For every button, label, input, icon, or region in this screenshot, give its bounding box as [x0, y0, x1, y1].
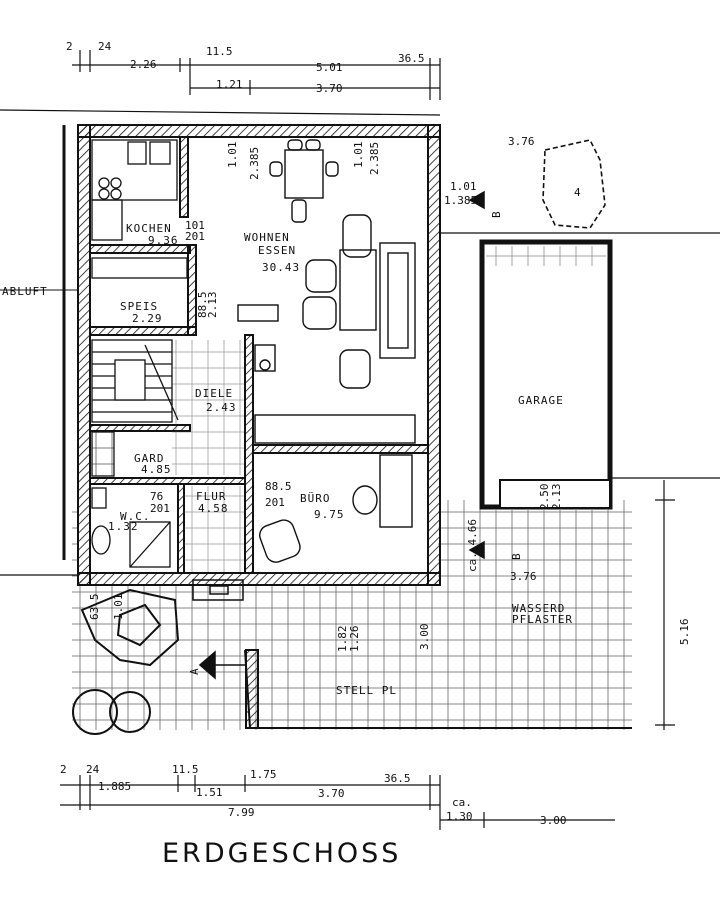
sofa-set [237, 214, 416, 389]
section-label-b-bottom: B [510, 552, 523, 560]
room-name-gard: GARD [134, 452, 165, 465]
door-buero-bottom: 201 [265, 496, 285, 509]
dim-stell-b: 1.26 [348, 626, 361, 653]
section-label-a: A [188, 667, 201, 675]
dim-garage-door-a: 2.50 [538, 484, 551, 511]
plan-title: ERDGESCHOSS [162, 838, 401, 869]
paving-mask-house [78, 500, 438, 584]
bottom-dim-11.5: 11.5 [172, 763, 199, 776]
room-name-diele: DIELE [195, 387, 233, 400]
dim-stell-a: 1.82 [336, 626, 349, 653]
entrance [192, 579, 244, 601]
room-name-flur: FLUR [196, 490, 227, 503]
storage-number: 4 [574, 186, 582, 199]
kitchen-fixtures [91, 139, 188, 279]
bottom-dim-2: 2 [60, 763, 67, 776]
dim-left-b: 1.01 [112, 594, 125, 621]
top-dim-2: 2 [66, 40, 73, 53]
label-wasserd: WASSERD [512, 602, 565, 615]
top-dim-2.26: 2.26 [130, 58, 157, 71]
room-name-kochen: KOCHEN [126, 222, 172, 235]
bottom-dim-3.00: 3.00 [540, 814, 567, 827]
bottom-dim-1.75: 1.75 [250, 768, 277, 781]
room-name-garage: GARAGE [518, 394, 564, 407]
dim-right-window-b: 1.385 [444, 194, 477, 207]
dim-window-right-a: 1.01 [352, 142, 365, 169]
dim-speis-b: 2.13 [206, 292, 219, 319]
room-area-gard: 4.85 [141, 463, 172, 476]
bottom-dim-36.5: 36.5 [384, 772, 411, 785]
room-name-wc: W.C. [120, 510, 151, 523]
bottom-dimension-lines [60, 775, 615, 830]
room-area-speis: 2.29 [132, 312, 163, 325]
bottom-dim-1.30: 1.30 [446, 810, 473, 823]
door-wc-top: 76 [150, 490, 163, 503]
wc-fixtures [91, 431, 171, 568]
door-buero-top: 88.5 [265, 480, 292, 493]
exterior-walls [77, 124, 441, 586]
flur-floor [184, 486, 244, 572]
garage-structure [479, 239, 613, 510]
dim-speis-a: 88.5 [196, 292, 209, 319]
staircase [91, 339, 179, 423]
diele-floor [172, 340, 244, 475]
top-dim-1.21: 1.21 [216, 78, 243, 91]
dim-garage-bottom: 3.76 [510, 570, 537, 583]
door-kochen-bottom: 201 [185, 230, 205, 243]
room-area-buero: 9.75 [314, 508, 345, 521]
room-area-wohnen: 30.43 [262, 261, 300, 274]
bottom-dim-7.99: 7.99 [228, 806, 255, 819]
room-area-wc: 1.32 [108, 520, 139, 533]
dim-stell-c: 3.00 [418, 624, 431, 651]
dim-cap: ca. 4.66 [466, 519, 479, 572]
dim-right-height: 5.16 [678, 619, 691, 646]
room-name-buero: BÜRO [300, 492, 331, 505]
dim-window-left-b: 2.385 [248, 147, 261, 180]
bottom-dim-3.70: 3.70 [318, 787, 345, 800]
stellplatz-edge [244, 649, 632, 729]
dim-garage-top: 3.76 [508, 135, 535, 148]
top-dimension-lines [72, 50, 441, 100]
room-name-speis: SPEIS [120, 300, 158, 313]
top-dim-36.5: 36.5 [398, 52, 425, 65]
bottom-dim-1.885: 1.885 [98, 780, 131, 793]
top-dim-5.01: 5.01 [316, 61, 343, 74]
dim-right-window-a: 1.01 [450, 180, 477, 193]
top-dim-3.70: 3.70 [316, 82, 343, 95]
section-markers [198, 190, 485, 680]
room-area-kochen: 9.36 [148, 234, 179, 247]
label-pflaster: PFLASTER [512, 613, 573, 626]
dim-garage-door-b: 2.13 [550, 484, 563, 511]
top-dim-11.5: 11.5 [206, 45, 233, 58]
room-area-flur: 4.58 [198, 502, 229, 515]
section-label-b-top: B [490, 210, 503, 218]
top-dim-24: 24 [98, 40, 112, 53]
right-dimension-line [440, 232, 720, 730]
door-flur: 201 [150, 502, 170, 515]
dim-window-right-b: 2.385 [368, 142, 381, 175]
office-furniture [254, 414, 416, 563]
dim-left-a: 63.5 [88, 594, 101, 621]
bottom-dim-1.51: 1.51 [196, 786, 223, 799]
door-kochen-top: 101 [185, 219, 205, 232]
interior-walls [89, 136, 429, 574]
room-area-diele: 2.43 [206, 401, 237, 414]
dim-window-left-a: 1.01 [226, 142, 239, 169]
dining-set [269, 139, 339, 223]
storage-area-outline [542, 139, 606, 229]
bottom-dim-24: 24 [86, 763, 100, 776]
room-name-essen: ESSEN [258, 244, 296, 257]
label-stellpl: STELL PL [336, 684, 397, 697]
label-abluft: ABLUFT [2, 285, 48, 298]
room-name-wohnen: WOHNEN [244, 231, 290, 244]
bottom-dim-ca: ca. [452, 796, 472, 809]
garden-stones [72, 588, 180, 735]
